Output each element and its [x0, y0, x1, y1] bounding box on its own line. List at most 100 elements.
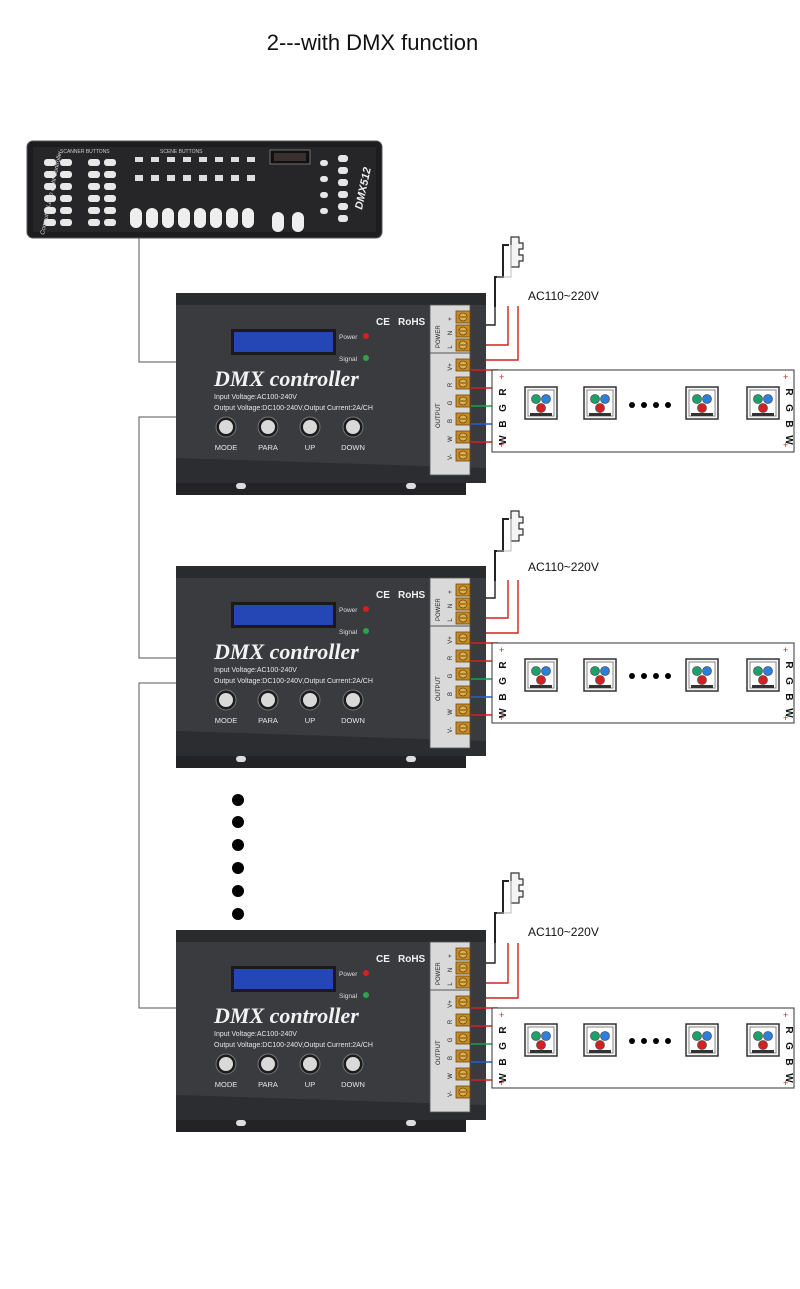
terminal-pin-output-5-2: V+ [448, 636, 454, 644]
strip-left-label-b-3: B [498, 1058, 509, 1065]
strip-plus-left-top-1: + [499, 372, 504, 382]
strip-left-label-r-2: R [498, 661, 509, 669]
strip-plus-left-top-2: + [499, 645, 504, 655]
terminal-pin-output-3-1: G [448, 400, 454, 405]
terminal-power-label-2: POWER [436, 598, 442, 621]
terminal-pin-output-1-2: W [448, 709, 454, 715]
ac-voltage-label-2: AC110~220V [528, 560, 599, 574]
input-voltage-3: Input Voltage:AC100-240V [214, 1031, 297, 1038]
terminal-pin-output-2-2: B [448, 692, 454, 696]
ac-voltage-label-1: AC110~220V [528, 289, 599, 303]
terminal-output-label-1: OUTPUT [436, 403, 442, 428]
strip-left-label-b-2: B [498, 693, 509, 700]
input-voltage-1: Input Voltage:AC100-240V [214, 394, 297, 401]
terminal-pin-power-2-2: L [448, 618, 454, 622]
page-title: 2---with DMX function [266, 30, 479, 55]
ce-mark-1: CE [376, 317, 390, 328]
terminal-pin-power-1-1: N [448, 331, 454, 335]
controller-unit-2 [176, 510, 795, 768]
button-label-para-3: PARA [258, 1080, 278, 1089]
strip-right-label-r-2: R [783, 661, 794, 669]
strip-right-label-w-3: W [783, 1073, 794, 1083]
strip-plus-right-top-3: + [783, 1010, 788, 1020]
strip-right-label-b-1: B [783, 420, 794, 427]
button-label-down-1: DOWN [341, 443, 365, 452]
button-label-up-2: UP [305, 716, 315, 725]
terminal-pin-power-0-3: + [448, 954, 454, 958]
button-label-mode-3: MODE [215, 1080, 238, 1089]
strip-right-label-w-1: W [783, 435, 794, 445]
rohs-mark-2: RoHS [398, 590, 426, 601]
signal-label-2: Signal [339, 629, 358, 636]
controller-name-2: DMX controller [213, 639, 359, 664]
strip-right-label-r-3: R [783, 1026, 794, 1034]
terminal-pin-output-5-1: V+ [448, 363, 454, 371]
strip-left-label-w-3: W [498, 1073, 509, 1083]
strip-right-label-g-3: G [783, 1042, 794, 1050]
terminal-pin-output-4-2: R [448, 655, 454, 660]
button-label-mode-2: MODE [215, 716, 238, 725]
scanner-label: SCANNER BUTTONS [60, 149, 110, 155]
strip-plus-right-top-2: + [783, 645, 788, 655]
controller-name-3: DMX controller [213, 1003, 359, 1028]
controller-unit-3 [176, 872, 795, 1132]
terminal-pin-output-4-3: R [448, 1019, 454, 1024]
scene-label: SCENE BUTTONS [160, 149, 203, 155]
scanner-buttons [44, 159, 116, 226]
strip-plus-left-bottom-3: + [499, 1078, 504, 1088]
strip-right-label-r-1: R [783, 388, 794, 396]
strip-plus-right-bottom-3: + [783, 1078, 788, 1088]
strip-left-label-g-2: G [498, 677, 509, 685]
dmx512-console: SCANNER BUTTONS SCENE BUTTONS DMX5 [26, 140, 383, 239]
rohs-mark-1: RoHS [398, 317, 426, 328]
terminal-pin-power-0-1: + [448, 317, 454, 321]
power-label-3: Power [339, 971, 358, 978]
button-label-up-1: UP [305, 443, 315, 452]
output-spec-1: Output Voltage:DC100-240V,Output Current… [214, 405, 373, 412]
output-spec-3: Output Voltage:DC100-240V,Output Current… [214, 1042, 373, 1049]
button-label-down-2: DOWN [341, 716, 365, 725]
terminal-pin-power-0-2: + [448, 590, 454, 594]
signal-label-1: Signal [339, 356, 358, 363]
terminal-pin-output-3-2: G [448, 673, 454, 678]
strip-right-label-w-2: W [783, 708, 794, 718]
strip-left-label-b-1: B [498, 420, 509, 427]
terminal-pin-output-1-1: W [448, 436, 454, 442]
terminal-pin-output-5-3: V+ [448, 1000, 454, 1008]
terminal-output-label-3: OUTPUT [436, 1040, 442, 1065]
strip-plus-left-top-3: + [499, 1010, 504, 1020]
terminal-output-label-2: OUTPUT [436, 676, 442, 701]
terminal-pin-power-2-3: L [448, 982, 454, 986]
strip-left-label-w-2: W [498, 708, 509, 718]
terminal-pin-output-3-3: G [448, 1037, 454, 1042]
terminal-pin-output-4-1: R [448, 382, 454, 387]
button-label-mode-1: MODE [215, 443, 238, 452]
signal-label-3: Signal [339, 993, 358, 1000]
button-label-para-1: PARA [258, 443, 278, 452]
strip-right-label-b-2: B [783, 693, 794, 700]
strip-left-label-r-3: R [498, 1026, 509, 1034]
strip-plus-right-bottom-1: + [783, 440, 788, 450]
ce-mark-2: CE [376, 590, 390, 601]
strip-left-label-r-1: R [498, 388, 509, 396]
rohs-mark-3: RoHS [398, 954, 426, 965]
terminal-pin-output-1-3: W [448, 1073, 454, 1079]
terminal-pin-power-1-3: N [448, 968, 454, 972]
button-label-down-3: DOWN [341, 1080, 365, 1089]
continuation-dots [232, 794, 244, 920]
power-label-2: Power [339, 607, 358, 614]
ac-voltage-label-3: AC110~220V [528, 925, 599, 939]
button-label-up-3: UP [305, 1080, 315, 1089]
ce-mark-3: CE [376, 954, 390, 965]
output-spec-2: Output Voltage:DC100-240V,Output Current… [214, 678, 373, 685]
controller-name-1: DMX controller [213, 366, 359, 391]
terminal-pin-output-0-3: V- [448, 1091, 454, 1097]
terminal-pin-output-0-1: V- [448, 454, 454, 460]
terminal-power-label-1: POWER [436, 325, 442, 348]
controller-unit-1 [176, 236, 795, 495]
strip-plus-left-bottom-1: + [499, 440, 504, 450]
dmx-signal-lines [138, 238, 176, 1009]
terminal-pin-output-0-2: V- [448, 727, 454, 733]
terminal-pin-output-2-1: B [448, 419, 454, 423]
